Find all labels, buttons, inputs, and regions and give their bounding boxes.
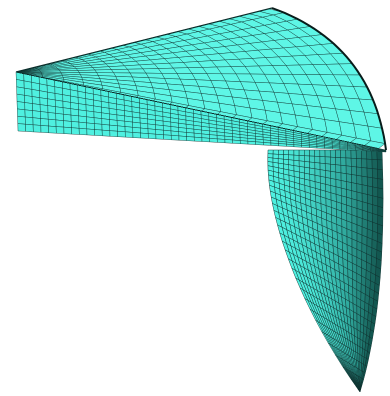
top-face: [15, 7, 387, 151]
curved-wall: [267, 149, 384, 393]
front-face: [15, 71, 387, 153]
